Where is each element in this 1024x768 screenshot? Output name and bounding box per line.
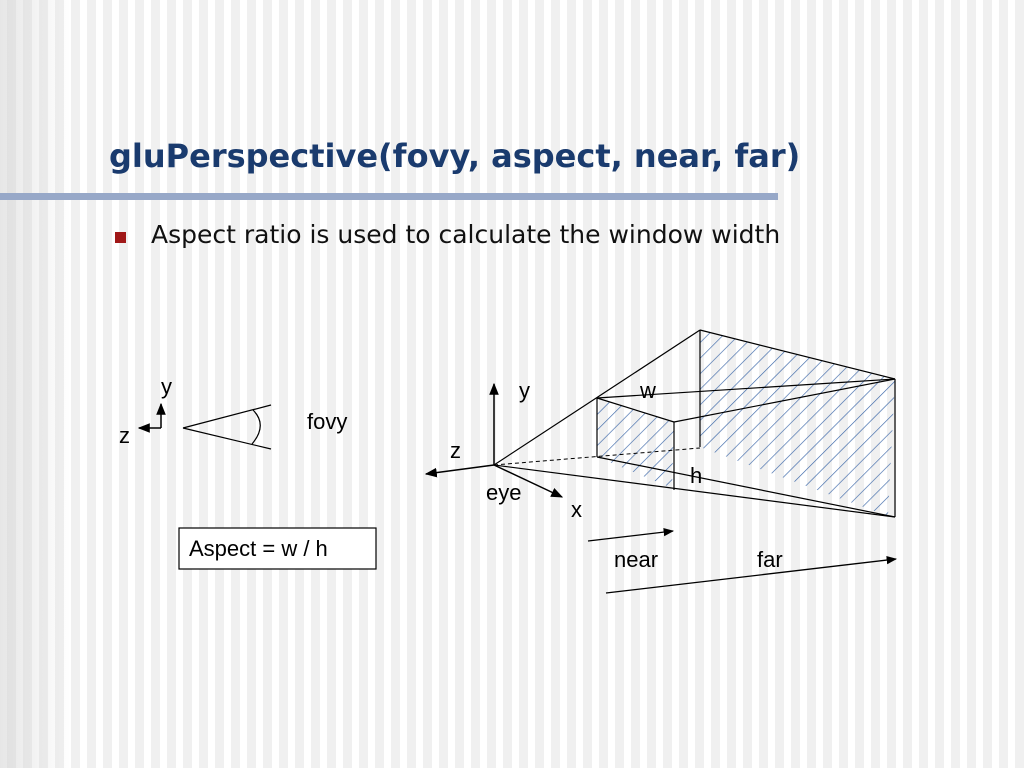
frustum-right-edge bbox=[673, 378, 896, 423]
frustum: y z x eye w h bbox=[424, 329, 896, 522]
frustum-x-label: x bbox=[571, 497, 582, 522]
slide-title: gluPerspective(fovy, aspect, near, far) bbox=[109, 137, 801, 175]
frustum-z-label: z bbox=[450, 438, 461, 463]
near-plane-hatch bbox=[597, 398, 674, 488]
near-label: near bbox=[614, 547, 658, 572]
bullet-text: Aspect ratio is used to calculate the wi… bbox=[151, 220, 781, 249]
near-plane-top bbox=[596, 397, 675, 423]
fovy-label: fovy bbox=[307, 409, 347, 434]
frustum-bottom-edge bbox=[493, 464, 896, 518]
left-z-label: z bbox=[119, 423, 130, 448]
left-y-label: y bbox=[161, 374, 172, 399]
aspect-formula: Aspect = w / h bbox=[189, 536, 328, 561]
fovy-wedge: fovy bbox=[182, 404, 347, 450]
fovy-upper-ray bbox=[182, 404, 272, 429]
fovy-lower-ray bbox=[182, 427, 272, 450]
frustum-x-axis bbox=[493, 464, 564, 498]
frustum-z-axis bbox=[424, 464, 495, 478]
bullet-square-icon bbox=[115, 232, 126, 243]
left-axes: y z bbox=[119, 374, 172, 448]
width-label: w bbox=[639, 378, 656, 403]
far-plane-hatch bbox=[700, 330, 895, 516]
frustum-mid-edge bbox=[596, 378, 896, 399]
frustum-lower-edge bbox=[596, 456, 896, 518]
height-label: h bbox=[690, 463, 702, 488]
far-label: far bbox=[757, 547, 783, 572]
eye-label: eye bbox=[486, 480, 521, 505]
far-plane-top bbox=[699, 329, 896, 380]
near-arrow bbox=[587, 527, 675, 542]
fovy-angle-arc bbox=[251, 409, 261, 445]
distance-arrows: near far bbox=[587, 527, 898, 594]
frustum-y-label: y bbox=[519, 378, 530, 403]
aspect-box: Aspect = w / h bbox=[178, 527, 377, 570]
title-divider bbox=[0, 193, 778, 200]
far-arrow bbox=[605, 555, 898, 594]
